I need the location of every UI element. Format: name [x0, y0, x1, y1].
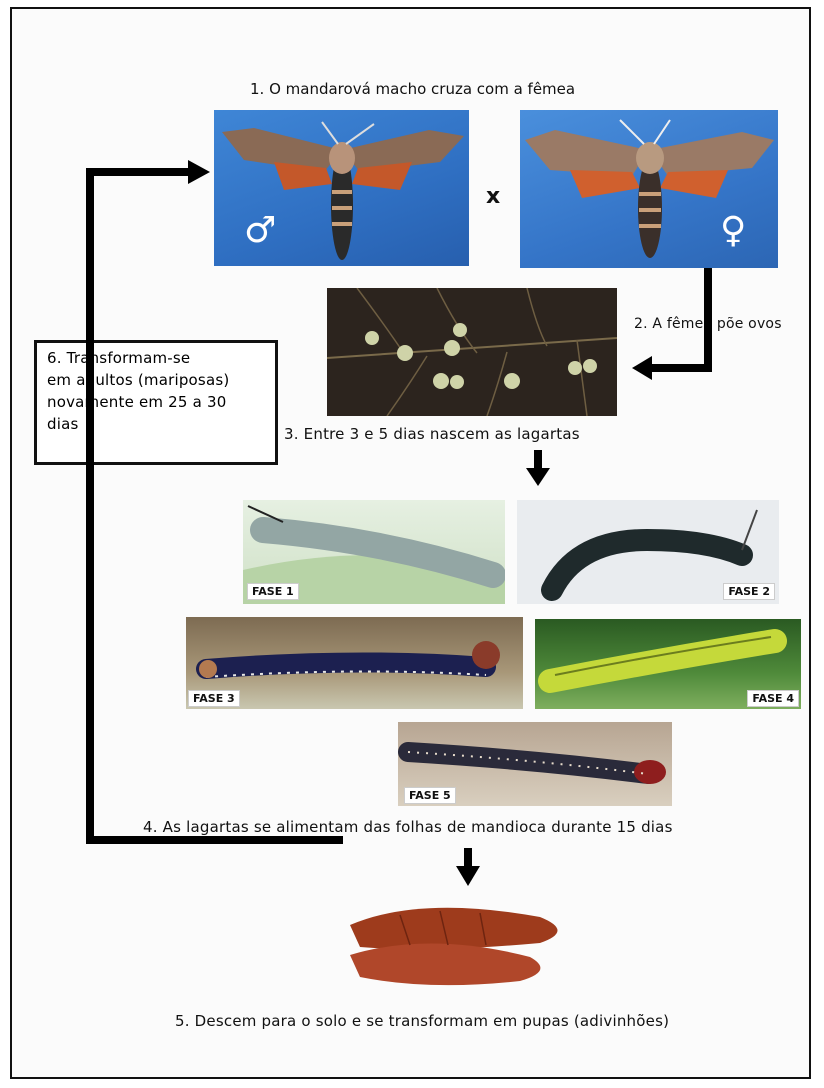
arrow-head-to-eggs: [632, 356, 652, 380]
arrow-head-to-male: [188, 160, 210, 184]
line-female-to-eggs: [650, 268, 708, 368]
cycle-line-left: [90, 172, 343, 840]
arrow-head-to-phases: [526, 468, 550, 486]
arrow-head-to-pupae: [456, 866, 480, 886]
